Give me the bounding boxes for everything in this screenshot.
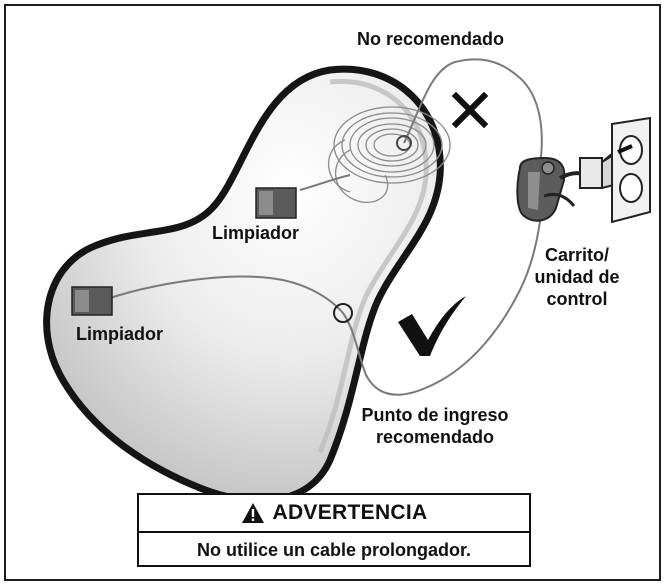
label-entry-point: Punto de ingreso recomendado (330, 404, 540, 448)
cable-recommended (109, 204, 543, 396)
label-cleaner-top: Limpiador (212, 223, 300, 243)
label-not-recommended: No recomendado (357, 29, 505, 49)
entry-point-marker (333, 303, 353, 323)
pool-inner-edge (317, 78, 429, 453)
label-entry-point-line-2: recomendado (375, 427, 495, 447)
cleaner-top (255, 187, 297, 219)
x-mark-icon (451, 91, 489, 129)
warning-message: No utilice un cable prolongador. (196, 539, 472, 560)
label-entry-point-line-1: Punto de ingreso (361, 405, 509, 425)
cable-top-cleaner (299, 174, 351, 191)
cleaner-left (71, 286, 113, 316)
check-mark-icon (398, 296, 466, 356)
coil-entry-marker (396, 135, 412, 151)
warning-triangle-icon (241, 503, 264, 523)
label-cleaner-left: Limpiador (76, 324, 164, 344)
cable-not-recommended (403, 58, 543, 166)
control-unit-cart (516, 156, 576, 222)
label-cart-line-1: Carrito/ (544, 245, 609, 265)
wall-outlet (611, 116, 651, 224)
warning-title-row: ADVERTENCIA (139, 495, 529, 533)
warning-title: ADVERTENCIA (272, 501, 428, 524)
label-cart: Carrito/ unidad de control (522, 244, 632, 310)
label-cart-line-2: unidad de (534, 267, 620, 287)
warning-box: ADVERTENCIA No utilice un cable prolonga… (137, 493, 531, 567)
cable-coil (328, 106, 451, 204)
label-cart-line-3: control (546, 289, 608, 309)
